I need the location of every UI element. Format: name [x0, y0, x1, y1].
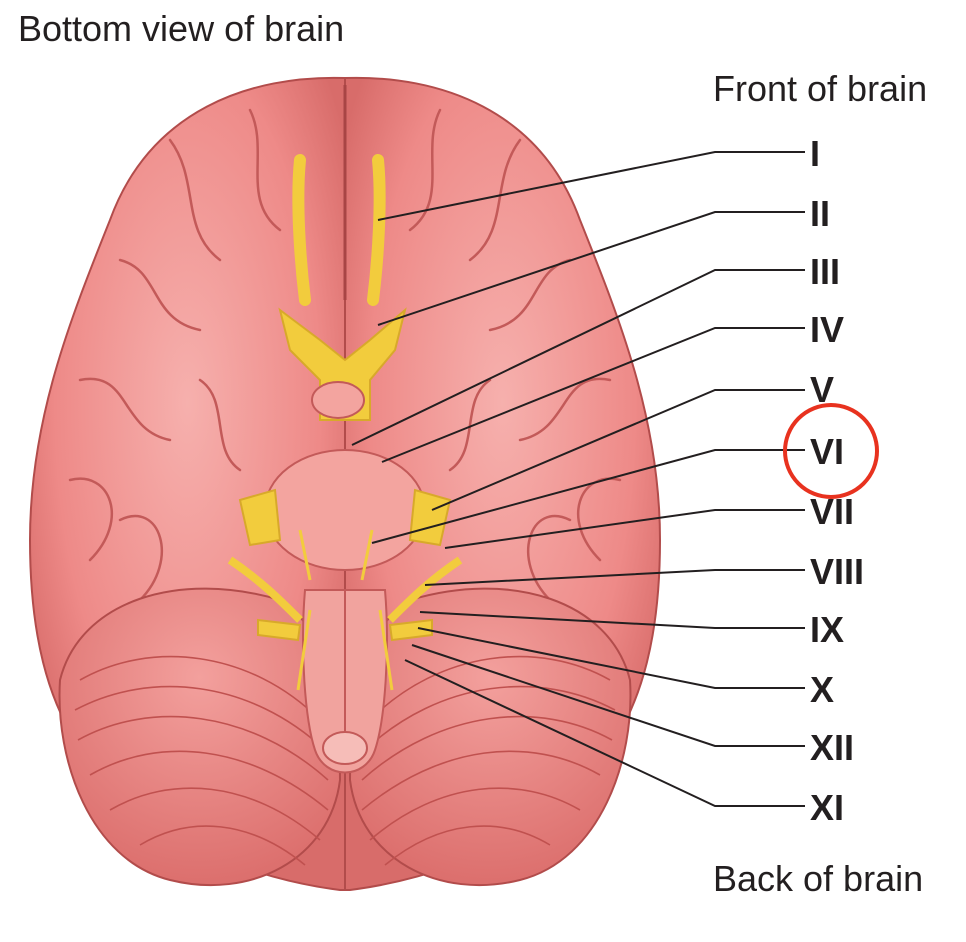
- back-of-brain-label: Back of brain: [713, 858, 924, 899]
- nerve-label-vi: VI: [810, 431, 845, 472]
- front-of-brain-label: Front of brain: [713, 68, 928, 109]
- nerve-label-v: V: [810, 369, 835, 410]
- nerve-label-vii: VII: [810, 491, 855, 532]
- nerve-label-ii: II: [810, 193, 831, 234]
- highlight-circle: [783, 403, 879, 499]
- nerve-label-iii: III: [810, 251, 841, 292]
- cranial-nerves: [227, 154, 463, 691]
- nerve-label-iv: IV: [810, 309, 845, 350]
- nerve-label-viii: VIII: [810, 551, 865, 592]
- nerve-label-i: I: [810, 133, 821, 174]
- nerve-label-xii: XII: [810, 727, 855, 768]
- diagram-title: Bottom view of brain: [18, 8, 345, 49]
- cerebellum: [58, 587, 632, 887]
- nerve-label-xi: XI: [810, 787, 845, 828]
- nerve-label-x: X: [810, 669, 835, 710]
- leader-lines: [351, 151, 805, 807]
- nerve-label-ix: IX: [810, 609, 845, 650]
